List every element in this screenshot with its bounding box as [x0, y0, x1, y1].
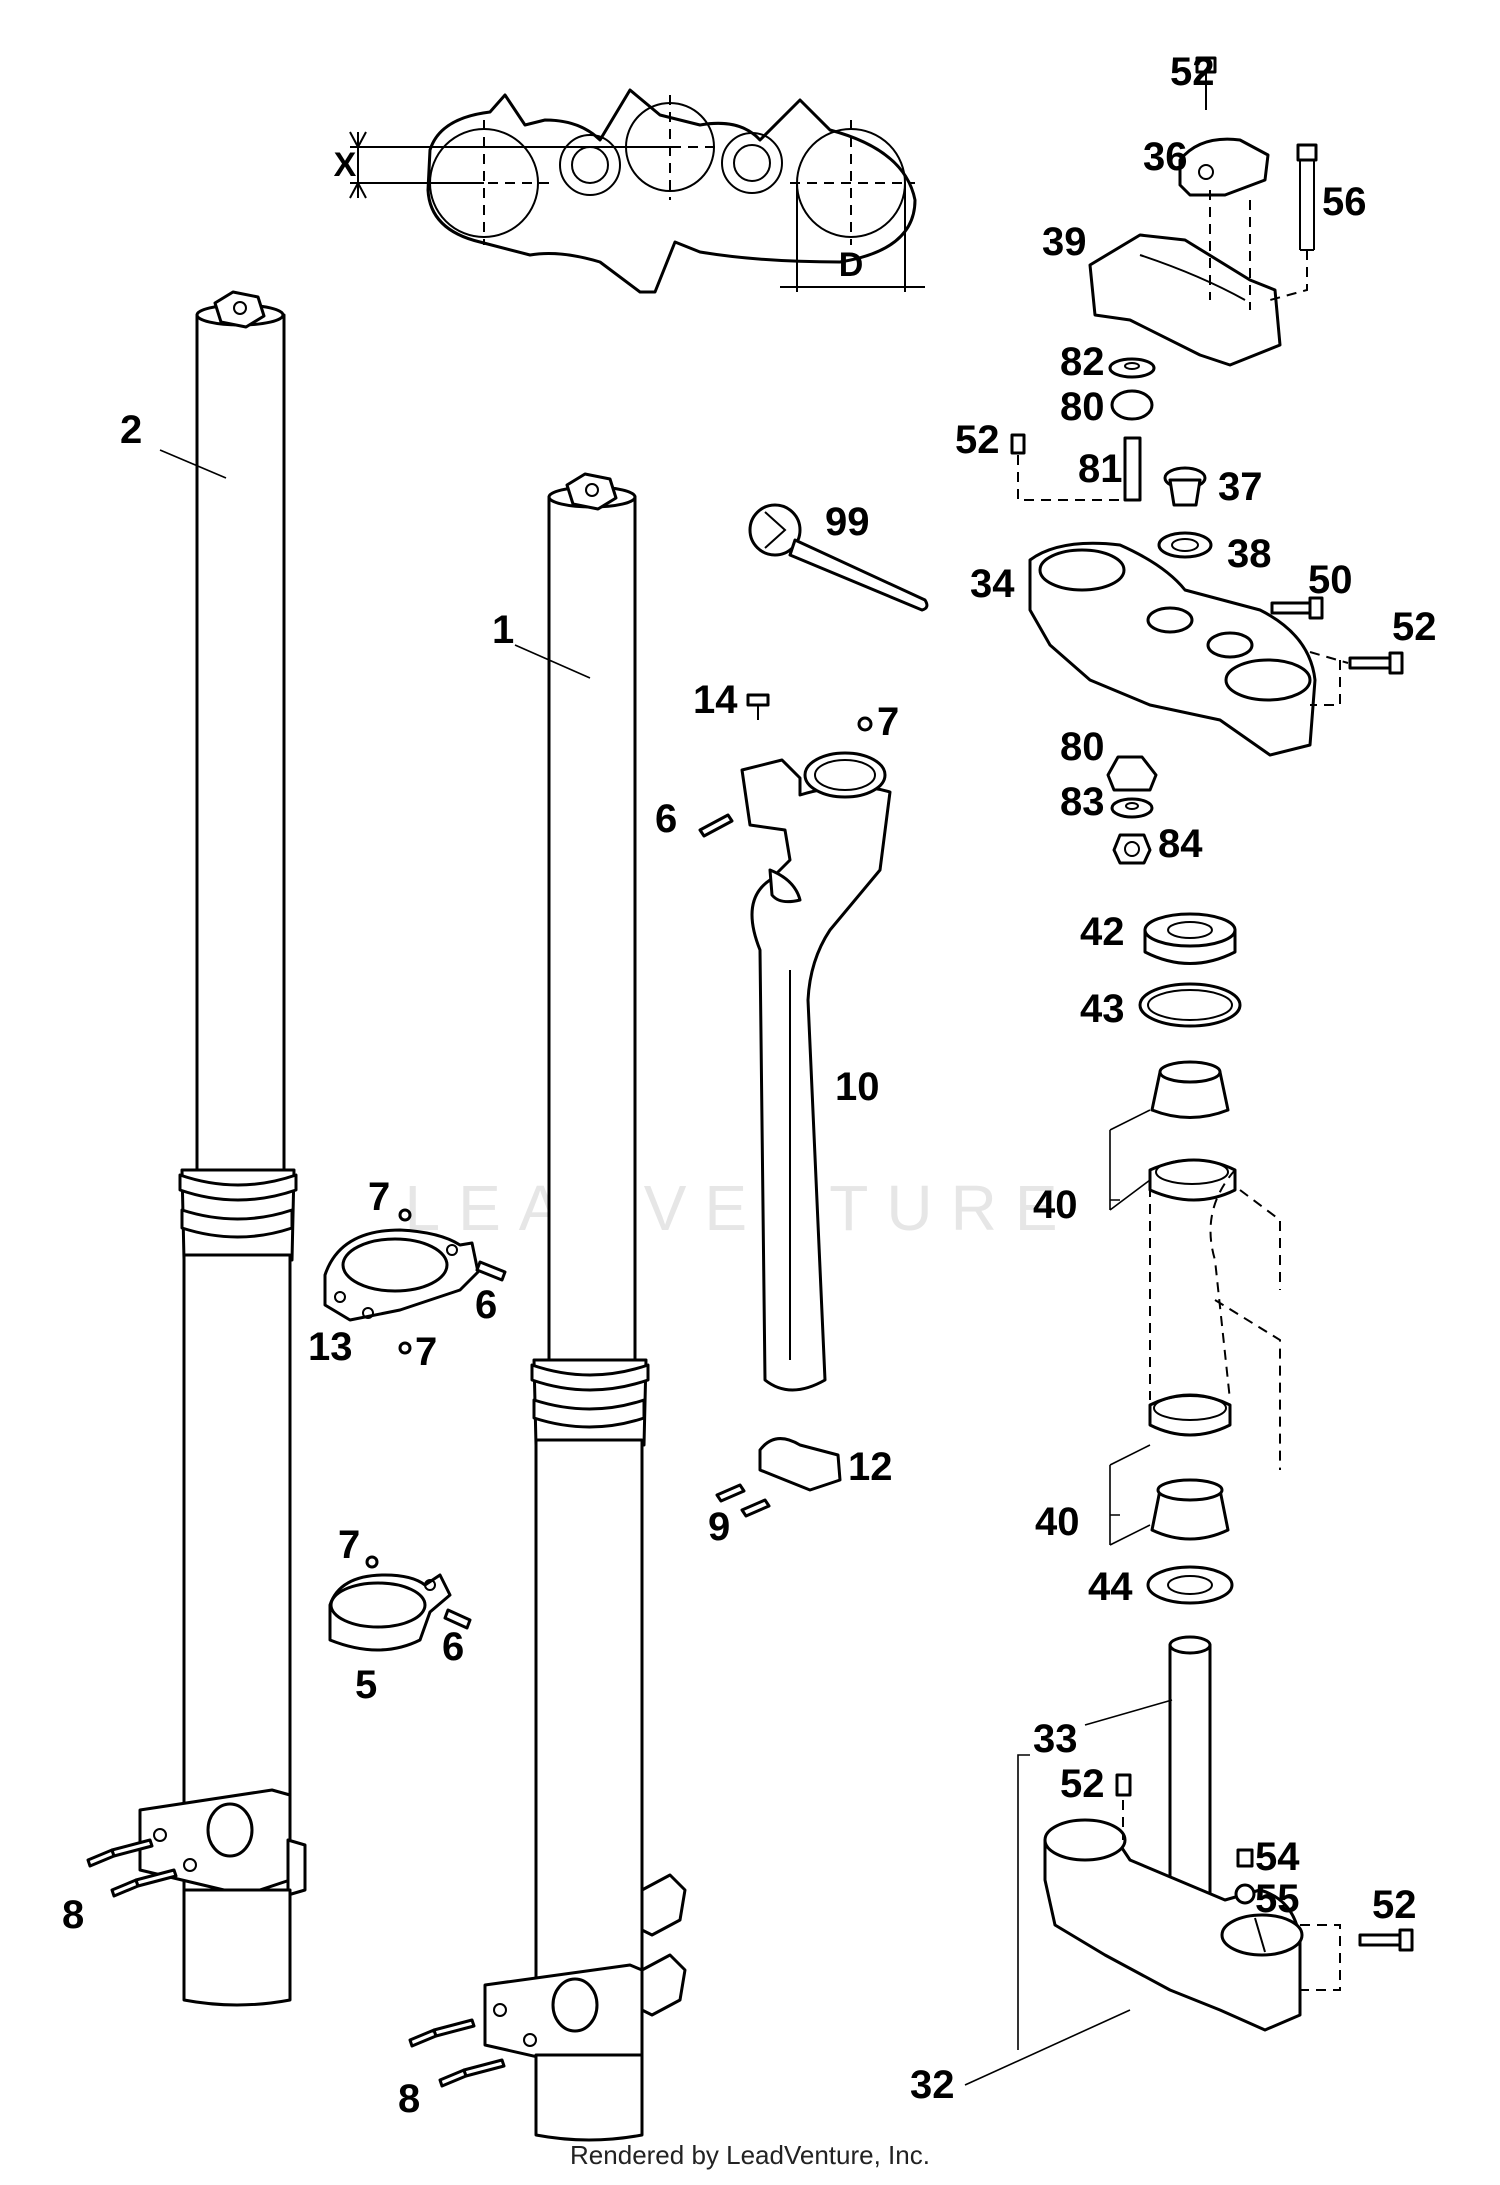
bolt-52-stem	[1115, 1773, 1132, 1840]
callout-99: 99	[825, 500, 870, 544]
bolt-52-clamp	[1309, 651, 1404, 706]
callout-8-right: 8	[398, 2077, 420, 2121]
bolt-54	[1236, 1848, 1254, 1868]
callout-7-clamp13-top: 7	[368, 1175, 390, 1219]
callout-10: 10	[835, 1065, 880, 1109]
washer-82	[1108, 357, 1156, 379]
bolts-8-right	[408, 2018, 506, 2088]
ring-38	[1157, 531, 1213, 559]
nut-55	[1234, 1883, 1256, 1905]
callout-52-mid: 52	[955, 418, 1000, 462]
damper-80-top	[1110, 389, 1154, 421]
bolts-8-left	[86, 1838, 178, 1898]
bolt-52-stem-clamp	[1300, 1924, 1414, 1991]
dimension-x-label: X	[334, 146, 357, 184]
callout-82: 82	[1060, 340, 1105, 384]
callout-84: 84	[1158, 822, 1203, 866]
callout-40-top: 40	[1033, 1183, 1078, 1227]
callout-39: 39	[1042, 220, 1087, 264]
washer-83	[1110, 797, 1154, 819]
callout-42: 42	[1080, 910, 1125, 954]
callout-50: 50	[1308, 558, 1353, 602]
callout-56: 56	[1322, 180, 1367, 224]
callout-6-guard: 6	[655, 797, 677, 841]
callout-52-clamp: 52	[1392, 605, 1437, 649]
watermark: LEADVENTURE	[405, 1172, 1076, 1244]
callout-38: 38	[1227, 532, 1272, 576]
callout-6-clamp13: 6	[475, 1283, 497, 1327]
footer-credit: Rendered by LeadVenture, Inc.	[570, 2140, 930, 2170]
fork-leg-2	[138, 290, 307, 2007]
callout-36: 36	[1143, 135, 1188, 179]
bolt-14	[746, 693, 770, 720]
dimension-d-label: D	[839, 246, 864, 284]
sleeve-81	[1123, 436, 1142, 502]
callout-7-clamp13-bottom: 7	[415, 1330, 437, 1374]
bracket-12	[758, 1437, 842, 1492]
callout-52-stem: 52	[1060, 1762, 1105, 1806]
seal-44	[1146, 1565, 1234, 1605]
bolt-6a	[698, 813, 734, 838]
cap-37	[1163, 466, 1207, 507]
nut-84	[1112, 833, 1152, 865]
callout-7-guard: 7	[877, 700, 899, 744]
callout-81: 81	[1078, 447, 1123, 491]
fork-guard-10	[740, 751, 892, 1392]
fork-clamp-13	[323, 1208, 507, 1355]
fork-leg-1	[483, 472, 687, 2142]
seal-ring-43	[1138, 982, 1242, 1028]
callout-52-top: 52	[1170, 50, 1215, 94]
bolt-52-top	[1195, 56, 1217, 110]
callout-12: 12	[848, 1445, 893, 1489]
bolts-9	[715, 1483, 771, 1518]
bolt-50	[1270, 596, 1324, 620]
callout-1: 1	[492, 608, 514, 652]
triple-clamp-34	[1028, 541, 1317, 757]
dust-seal-42	[1143, 912, 1237, 965]
callout-labels: 52 36 56 39 82 80 52 81 37 38 34 50 52 8…	[62, 50, 1437, 2121]
callout-14: 14	[693, 678, 738, 722]
callout-83: 83	[1060, 780, 1105, 824]
wrench-99	[748, 503, 929, 612]
fork-clamp-5	[328, 1555, 472, 1652]
damper-80-bottom	[1106, 755, 1158, 792]
callout-37: 37	[1218, 465, 1263, 509]
nut-7a	[857, 716, 873, 732]
callout-32: 32	[910, 2063, 955, 2107]
clamp-39	[1088, 190, 1308, 367]
callout-55: 55	[1255, 1877, 1300, 1921]
callout-13: 13	[308, 1325, 353, 1369]
watermark-text: LEADVENTURE	[405, 1172, 1076, 1244]
callout-80-bottom: 80	[1060, 725, 1105, 769]
callout-9: 9	[708, 1505, 730, 1549]
leader-lines	[964, 1199, 1173, 2086]
callout-40-bottom: 40	[1035, 1500, 1080, 1544]
callout-2: 2	[120, 408, 142, 452]
bearing-40-bottom	[1109, 1393, 1232, 1546]
callout-52-stem-clamp: 52	[1372, 1883, 1417, 1927]
callout-43: 43	[1080, 987, 1125, 1031]
clamp-36	[1178, 137, 1270, 197]
callout-7-clamp5: 7	[338, 1523, 360, 1567]
bolt-52-mid	[1010, 433, 1125, 501]
callout-34: 34	[970, 562, 1015, 606]
bearing-40-top	[1109, 1060, 1237, 1211]
callout-6-clamp5: 6	[442, 1625, 464, 1669]
callout-5: 5	[355, 1663, 377, 1707]
callout-80-top: 80	[1060, 385, 1105, 429]
steering-stem-32	[1017, 1635, 1304, 2050]
callout-44: 44	[1088, 1565, 1133, 1609]
top-clamp-dimension-sketch: X D	[334, 88, 925, 294]
callout-54: 54	[1255, 1835, 1300, 1879]
frame-head-outline	[1149, 1169, 1281, 1470]
bolt-56	[1296, 143, 1318, 251]
callout-8-left: 8	[62, 1893, 84, 1937]
callout-33: 33	[1033, 1717, 1078, 1761]
